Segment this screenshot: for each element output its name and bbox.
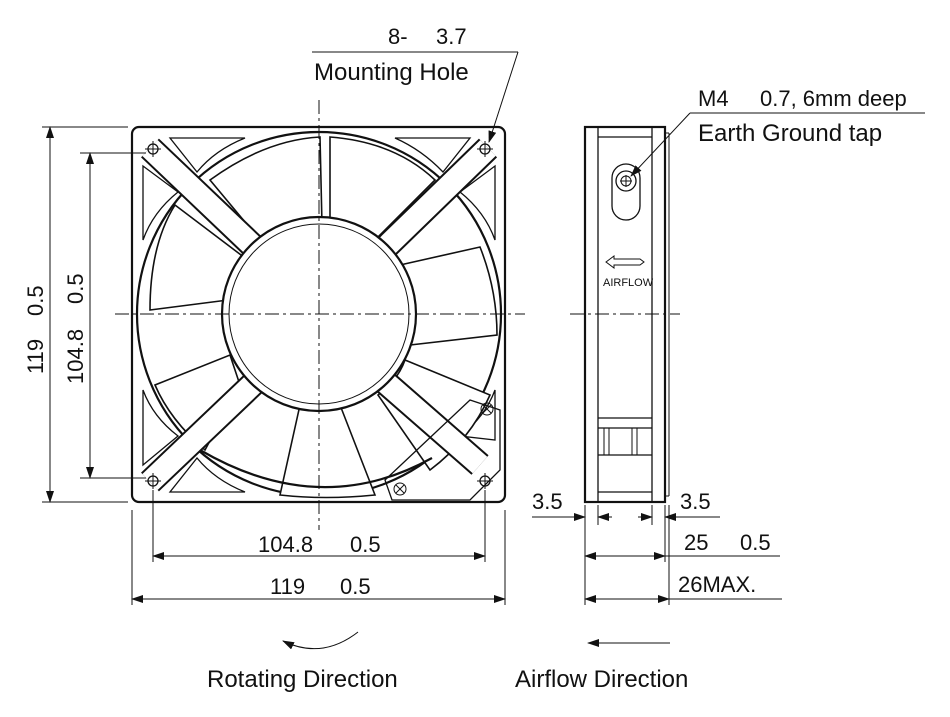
- hole-tol-horizontal: 0.5: [350, 532, 381, 557]
- front-view: [115, 100, 525, 530]
- side-airflow-text: AIRFLOW: [603, 277, 654, 289]
- side-dimensions: 3.5 3.5 25 0.5 26MAX.: [532, 489, 782, 605]
- flange-left-dim: 3.5: [532, 489, 563, 514]
- outer-tol-vertical: 0.5: [23, 285, 48, 316]
- mounting-holes: [145, 141, 493, 489]
- hole-pitch-horizontal: 104.8: [258, 532, 313, 557]
- side-view: AIRFLOW: [570, 125, 680, 504]
- mounting-hole-size: 3.7: [436, 24, 467, 49]
- depth-max-dim: 26MAX.: [678, 572, 756, 597]
- depth-tol: 0.5: [740, 530, 771, 555]
- rotating-direction-label: Rotating Direction: [207, 666, 398, 693]
- horizontal-dimensions: 104.8 0.5 119 0.5: [131, 490, 506, 605]
- hole-pitch-vertical: 104.8: [63, 329, 88, 384]
- outer-tol-horizontal: 0.5: [340, 574, 371, 599]
- outer-size-horizontal: 119: [270, 574, 305, 599]
- depth-dim: 25: [684, 530, 708, 555]
- flange-right-dim: 3.5: [680, 489, 711, 514]
- screw-icon: [393, 402, 494, 496]
- support-struts: [141, 138, 498, 492]
- tap-name: Earth Ground tap: [698, 120, 882, 147]
- earth-tap-icon: [615, 170, 637, 192]
- tap-spec: M4: [698, 86, 729, 111]
- rotation-arrow: [282, 631, 359, 650]
- earth-tap-callout: M4 0.7, 6mm deep Earth Ground tap: [630, 86, 925, 177]
- mounting-hole-callout: 8- 3.7 Mounting Hole: [312, 24, 519, 143]
- vertical-dimensions: 119 0.5 104.8 0.5: [23, 126, 146, 503]
- hole-tol-vertical: 0.5: [63, 273, 88, 304]
- mounting-hole-label: Mounting Hole: [314, 59, 469, 86]
- mounting-hole-count: 8-: [388, 24, 408, 49]
- lead-clamp: [598, 417, 652, 456]
- airflow-arrow-icon: [605, 255, 645, 269]
- tap-pitch: 0.7, 6mm deep: [760, 86, 907, 111]
- airflow-direction-label: Airflow Direction: [515, 666, 688, 693]
- outer-size-vertical: 119: [23, 339, 48, 374]
